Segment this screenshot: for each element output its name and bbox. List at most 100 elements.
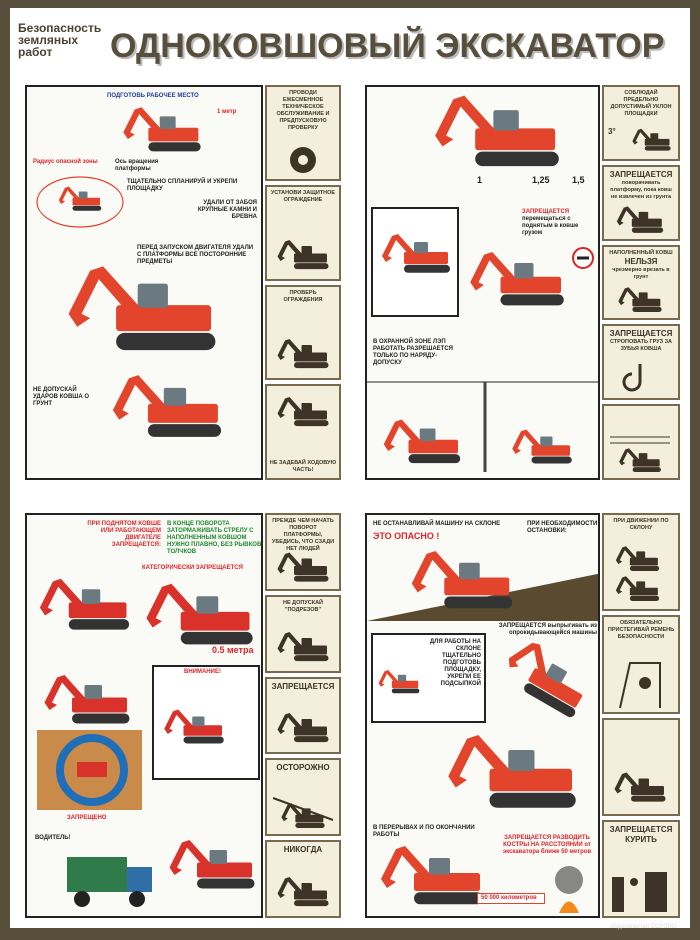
caption: НЕ ОСТАНАВЛИВАЙ МАШИНУ НА СКЛОНЕ <box>373 521 501 527</box>
tip-heading: ЗАПРЕЩАЕТСЯ <box>609 169 673 179</box>
caption-text: перемещаться с поднятым в ковше грузом <box>522 216 579 236</box>
caption: В ОХРАННОЙ ЗОНЕ ЛЭП РАБОТАТЬ РАЗРЕШАЕТСЯ… <box>373 339 453 366</box>
tip-fence: УСТАНОВИ ЗАЩИТНОЕ ОГРАЖДЕНИЕ <box>265 184 341 281</box>
fuel-station-icon <box>612 872 667 912</box>
excavator-illustration <box>372 837 492 915</box>
poster-title: ОДНОКОВШОВЫЙ ЭКСКАВАТОР <box>110 27 665 65</box>
tip-slope-limit: СОБЛЮДАЙ ПРЕДЕЛЬНО ДОПУСТИМЫЙ УКЛОН ПЛОЩ… <box>602 85 680 161</box>
tip-undercarriage: НЕ ЗАДЕВАЙ ХОДОВУЮ ЧАСТЬ! <box>265 384 341 480</box>
tip-maintenance: ПРОВОДИ ЕЖЕСМЕННОЕ ТЕХНИЧЕСКОЕ ОБСЛУЖИВА… <box>265 85 341 181</box>
danger-label: ЭТО ОПАСНО ! <box>373 531 440 541</box>
power-line-icon <box>273 797 333 829</box>
fire-warning: ЗАПРЕЩАЕТСЯ РАЗВОДИТЬ КОСТРЫ НА РАССТОЯН… <box>502 835 592 855</box>
tip-text: НАПОЛНЕННЫЙ КОВШ <box>609 249 673 256</box>
tip-heading: ЗАПРЕЩАЕТСЯ <box>609 329 673 339</box>
truck-illustration <box>67 857 152 907</box>
caption: ЗАПРЕЩАЕТСЯ перемещаться с поднятым в ко… <box>522 209 597 237</box>
prohibited-zone-illustration <box>37 730 142 810</box>
excavator-icon <box>273 392 333 432</box>
caption: 1 метр <box>217 109 237 115</box>
hook-icon <box>622 364 642 392</box>
excavator-illustration <box>448 735 576 808</box>
excavator-illustration <box>159 682 229 772</box>
tip-no-undercut: НЕ ДОПУСКАЙ "ПОДРЕЗОВ" <box>265 594 341 673</box>
no-entry-sign-icon <box>572 247 594 269</box>
caption: ДЛЯ РАБОТЫ НА СКЛОНЕ ТЩАТЕЛЬНО ПОДГОТОВЬ… <box>429 639 481 687</box>
excavator-illustration <box>462 227 572 332</box>
excavator-icon <box>610 286 670 314</box>
excavator-icon <box>610 205 670 235</box>
tip-never: НИКОГДА <box>265 840 341 918</box>
excavator-on-slope-icon <box>615 546 660 602</box>
tip-text: СОБЛЮДАЙ ПРЕДЕЛЬНО ДОПУСТИМЫЙ УКЛОН ПЛОЩ… <box>610 90 672 117</box>
caption: ПЕРЕД ЗАПУСКОМ ДВИГАТЕЛЯ УДАЛИ С ПЛАТФОР… <box>137 245 254 265</box>
tip-text: ОБЯЗАТЕЛЬНО ПРИСТЕГИВАЙ РЕМЕНЬ БЕЗОПАСНО… <box>607 620 675 641</box>
caption: ПРИ НЕОБХОДИМОСТИ ОСТАНОВКИ: <box>527 521 598 534</box>
poster: Безопасность земляных работ ОДНОКОВШОВЫЙ… <box>10 8 690 930</box>
campfire-illustration <box>555 866 583 913</box>
panel-work-limits: 1 1,25 1,5 ЗАПРЕЩАЕТСЯ перемещаться с по… <box>365 85 600 480</box>
power-line-illustration <box>367 381 598 472</box>
publisher: Издательство СОУЭЛО <box>610 924 676 930</box>
caption: ПОДГОТОВЬ РАБОЧЕЕ МЕСТО <box>107 93 199 99</box>
poster-subtitle: Безопасность земляных работ <box>18 21 102 59</box>
panel-operation-rules: ПРИ ПОДНЯТОМ КОВШЕ ИЛИ РАБОТАЮЩЕМ ДВИГАТ… <box>25 513 263 918</box>
side-panels: ПРЕЖДЕ ЧЕМ НАЧАТЬ ПОВОРОТ ПЛАТФОРМЫ, УБЕ… <box>265 513 341 918</box>
side-panels: ПРИ ДВИЖЕНИИ ПО СКЛОНУ ОБЯЗАТЕЛЬНО ПРИСТ… <box>602 513 680 918</box>
caption: Ось вращения платформы <box>115 159 159 172</box>
fence-icon <box>273 235 333 275</box>
caption: В КОНЦЕ ПОВОРОТА ЗАТОРМАЖИВАТЬ СТРЕЛУ С … <box>167 521 262 555</box>
tip-seat-belt: ОБЯЗАТЕЛЬНО ПРИСТЕГИВАЙ РЕМЕНЬ БЕЗОПАСНО… <box>602 615 680 714</box>
power-line-icon <box>610 436 670 473</box>
tip-caution: ОСТОРОЖНО <box>265 758 341 837</box>
tip-text: УСТАНОВИ ЗАЩИТНОЕ ОГРАЖДЕНИЕ <box>270 189 336 203</box>
excavator-illustration <box>112 105 212 155</box>
slope-value: 1,5 <box>572 175 585 185</box>
excavator-icon <box>273 334 333 374</box>
slope-illustration <box>367 550 598 621</box>
tip-text: НЕ ЗАДЕВАЙ ХОДОВУЮ ЧАСТЬ! <box>269 460 337 473</box>
caption: УДАЛИ ОТ ЗАБОЯ КРУПНЫЕ КАМНИ И БРЕВНА <box>197 200 257 220</box>
caption: ЗАПРЕЩАЕТСЯ выпрыгивать из опрокидывающе… <box>498 623 597 636</box>
panel-prepare-workplace: ПОДГОТОВЬ РАБОЧЕЕ МЕСТО 1 метр Радиус оп… <box>25 85 263 480</box>
tip-text: НЕ ДОПУСКАЙ "ПОДРЕЗОВ" <box>283 599 323 613</box>
attention-label: ВНИМАНИЕ! <box>184 669 221 675</box>
slope-value: 1 <box>477 175 483 185</box>
tip-prohibited: ЗАПРЕЩАЕТСЯ <box>265 676 341 755</box>
caption: ПРИ ПОДНЯТОМ КОВШЕ ИЛИ РАБОТАЮЩЕМ ДВИГАТ… <box>87 521 161 548</box>
slope-angle: 3° <box>608 127 616 136</box>
tip-text: ПРОВЕРЬ ОГРАЖДЕНИЯ <box>283 289 323 303</box>
caption: ВОДИТЕЛЬ! <box>35 835 71 841</box>
excavator-illustration <box>32 555 137 655</box>
excavator-illustration <box>375 647 423 717</box>
tip-heading: ОСТОРОЖНО <box>276 763 330 773</box>
excavator-icon <box>610 765 670 810</box>
tip-text: поворачивать платформу, пока ковш не изв… <box>610 179 672 200</box>
inset-box: ВНИМАНИЕ! <box>152 665 260 780</box>
distance-label: 50 000 километров <box>477 893 545 904</box>
excavator-icon <box>273 872 333 912</box>
excavator-icon <box>273 550 333 585</box>
caption: КАТЕГОРИЧЕСКИ ЗАПРЕЩАЕТСЯ <box>142 565 243 571</box>
side-panels: СОБЛЮДАЙ ПРЕДЕЛЬНО ДОПУСТИМЫЙ УКЛОН ПЛОЩ… <box>602 85 680 480</box>
caption: Радиус опасной зоны <box>33 159 98 165</box>
excavator-illustration <box>376 229 456 279</box>
tip-heading: ЗАПРЕЩАЕТСЯ <box>271 681 335 691</box>
panel-slope-rules: НЕ ОСТАНАВЛИВАЙ МАШИНУ НА СКЛОНЕ ЭТО ОПА… <box>365 513 600 918</box>
tip-check-fence: ПРОВЕРЬ ОГРАЖДЕНИЯ <box>265 284 341 381</box>
excavator-illustration <box>42 262 242 357</box>
tip-text: ПРИ ДВИЖЕНИИ ПО СКЛОНУ <box>613 518 669 531</box>
inset-box <box>371 207 459 317</box>
excavator-illustration <box>137 575 262 655</box>
tip-text: ПРЕЖДЕ ЧЕМ НАЧАТЬ ПОВОРОТ ПЛАТФОРМЫ, УБЕ… <box>271 518 335 552</box>
excavator-icon <box>629 125 674 155</box>
tip-text: чрезмерно врезать в грунт <box>612 266 670 280</box>
tip-no-smoking: ЗАПРЕЩАЕТСЯ КУРИТЬ <box>602 819 680 918</box>
tip-power-line <box>602 404 680 480</box>
caption: ТЩАТЕЛЬНО СПЛАНИРУЙ И УКРЕПИ ПЛОЩАДКУ <box>127 179 238 192</box>
excavator-illustration <box>97 372 237 442</box>
distance-label: 0.5 метра <box>212 645 254 655</box>
